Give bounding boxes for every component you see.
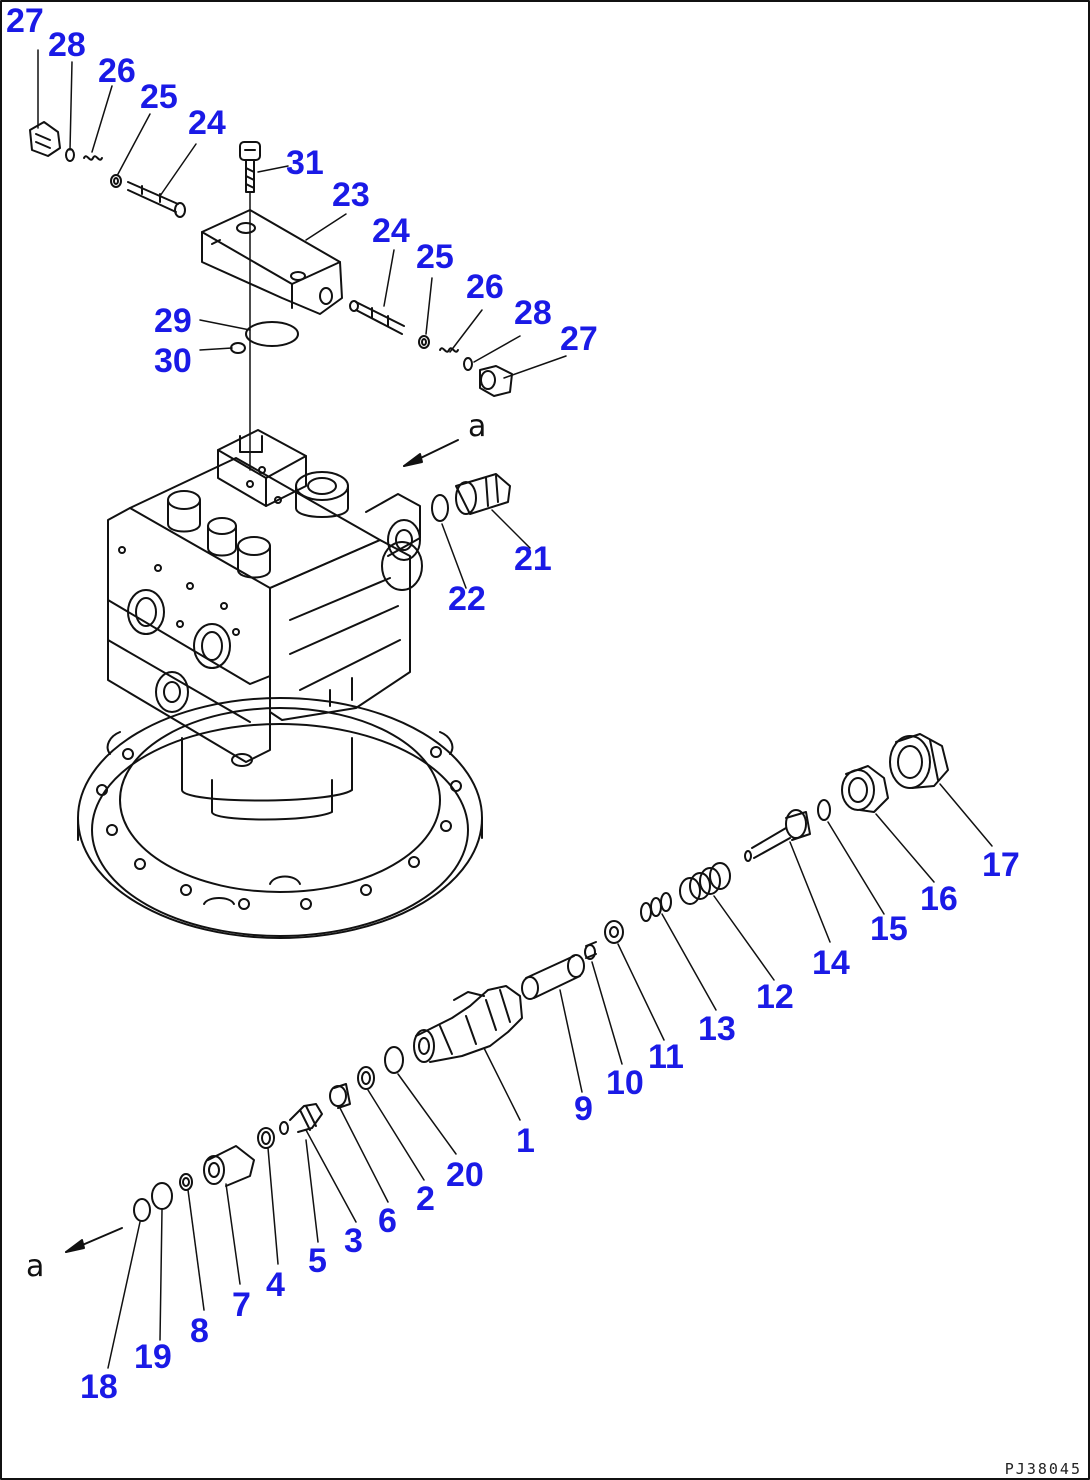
callout-15[interactable]: 15 — [870, 910, 908, 948]
callout-20[interactable]: 20 — [446, 1156, 484, 1194]
part-13-shims — [640, 892, 672, 922]
swing-motor-body — [77, 429, 483, 939]
part-8-ring — [179, 1173, 193, 1191]
part-10-poppet — [584, 941, 597, 960]
callout-29[interactable]: 29 — [154, 302, 192, 340]
part-26-left-spring — [83, 155, 103, 161]
part-25-left-washer — [110, 174, 122, 188]
part-7-plug — [203, 1145, 255, 1187]
part-16-lock-nut — [841, 765, 889, 813]
callout-10[interactable]: 10 — [606, 1064, 644, 1102]
part-21-plug — [455, 473, 511, 515]
part-24-right-spool — [349, 300, 405, 335]
callout-24-top-right[interactable]: 24 — [372, 212, 410, 250]
callout-9[interactable]: 9 — [574, 1090, 593, 1128]
leader-lines — [37, 49, 993, 1369]
part-24-left-spool — [127, 181, 186, 218]
part-11-stopper — [604, 920, 624, 944]
callout-30[interactable]: 30 — [154, 342, 192, 380]
callout-23[interactable]: 23 — [332, 176, 370, 214]
part-12-spring — [679, 862, 731, 905]
part-28-left-oring — [65, 148, 75, 162]
callout-11[interactable]: 11 — [648, 1038, 684, 1076]
part-28-right-oring — [463, 357, 473, 371]
callout-22[interactable]: 22 — [448, 580, 486, 618]
callout-3[interactable]: 3 — [344, 1222, 363, 1260]
view-marker-a-top: a — [468, 409, 487, 444]
part-29-gasket — [245, 321, 299, 347]
callout-27-top-right[interactable]: 27 — [560, 320, 598, 358]
part-27-right-plug — [479, 365, 513, 397]
callout-25-top-left[interactable]: 25 — [140, 78, 178, 116]
callout-16[interactable]: 16 — [920, 880, 958, 918]
callout-19[interactable]: 19 — [134, 1338, 172, 1376]
part-15-oring — [817, 799, 831, 821]
callout-24-top-left[interactable]: 24 — [188, 104, 226, 142]
callout-5[interactable]: 5 — [308, 1242, 327, 1280]
callout-26-top-left[interactable]: 26 — [98, 52, 136, 90]
callout-27-top-left[interactable]: 27 — [6, 2, 44, 40]
callout-2[interactable]: 2 — [416, 1180, 435, 1218]
part-23-cover-block — [201, 209, 343, 315]
callout-12[interactable]: 12 — [756, 978, 794, 1016]
part-31-bolt — [239, 141, 261, 193]
callout-28-top-right[interactable]: 28 — [514, 294, 552, 332]
part-6-ring — [329, 1083, 351, 1109]
callout-13[interactable]: 13 — [698, 1010, 736, 1048]
callout-26-top-right[interactable]: 26 — [466, 268, 504, 306]
drawing-code: PJ38045 — [1004, 1460, 1082, 1478]
part-22-oring — [431, 494, 449, 522]
part-3-piston — [279, 1103, 323, 1135]
callout-6[interactable]: 6 — [378, 1202, 397, 1240]
part-20-oring — [384, 1046, 404, 1074]
callout-14[interactable]: 14 — [812, 944, 850, 982]
view-arrow-a-top — [403, 439, 459, 467]
part-26-right-spring — [439, 347, 459, 353]
view-marker-a-bottom: a — [26, 1249, 45, 1284]
callout-8[interactable]: 8 — [190, 1312, 209, 1350]
callout-1[interactable]: 1 — [516, 1122, 535, 1160]
part-9-sleeve — [521, 954, 585, 1000]
part-14-adjust-screw — [744, 809, 811, 862]
callout-4[interactable]: 4 — [266, 1266, 285, 1304]
callout-17[interactable]: 17 — [982, 846, 1020, 884]
callout-28-top-left[interactable]: 28 — [48, 26, 86, 64]
view-arrow-a-bottom — [65, 1227, 123, 1253]
part-19-ring — [151, 1182, 173, 1210]
part-4-ring — [257, 1127, 275, 1149]
callout-25-top-right[interactable]: 25 — [416, 238, 454, 276]
part-30-oring — [230, 342, 246, 354]
body-bolt-1 — [167, 490, 201, 533]
part-2-ring — [357, 1066, 375, 1090]
part-1-valve-body — [413, 985, 523, 1063]
callout-18[interactable]: 18 — [80, 1368, 118, 1406]
part-25-right-washer — [418, 335, 430, 349]
part-27-left-plug — [29, 121, 61, 157]
callout-7[interactable]: 7 — [232, 1286, 251, 1324]
callout-31[interactable]: 31 — [286, 144, 324, 182]
body-bolt-2 — [207, 517, 237, 557]
body-bolt-3 — [237, 536, 271, 579]
callout-21[interactable]: 21 — [514, 540, 552, 578]
part-17-cap-nut — [889, 733, 949, 789]
part-18-oring — [133, 1198, 151, 1222]
